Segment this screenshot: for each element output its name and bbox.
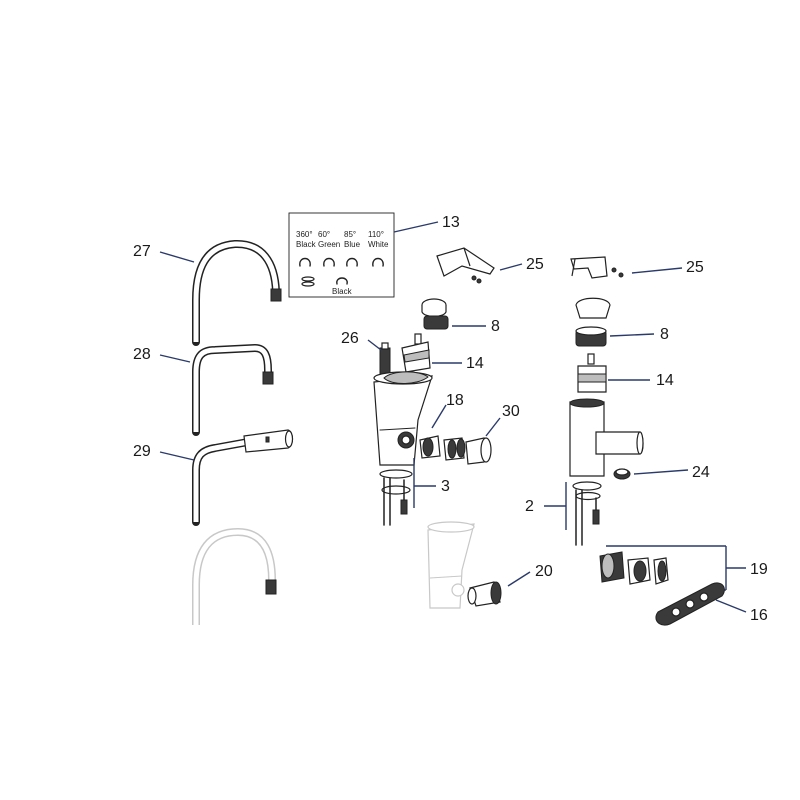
leader-16: [715, 599, 747, 613]
cartridge-nut-8-right: [575, 297, 611, 347]
callout-19: 19: [750, 561, 768, 578]
leader-27: [159, 251, 195, 263]
clip-icon: [299, 257, 311, 267]
leader-28: [159, 354, 191, 363]
spout-27: [192, 239, 282, 346]
callout-20: 20: [535, 563, 553, 580]
legend-angle-3: 85°: [344, 230, 356, 239]
spout-29: [192, 429, 294, 526]
ring-icon: [301, 276, 315, 282]
callout-16: 16: [750, 607, 768, 624]
tap-body-right: [569, 398, 644, 546]
leader-20: [507, 571, 531, 587]
legend-angle-2: 60°: [318, 230, 330, 239]
legend-color-1: Black: [296, 240, 317, 249]
clip-icon: [336, 277, 348, 285]
legend-angle-1: 360°: [296, 230, 313, 239]
clip-icon: [346, 257, 358, 267]
callout-2: 2: [525, 498, 534, 515]
cartridge-nut-8-left: [421, 298, 449, 330]
part-26: [379, 342, 391, 375]
aerator-24: [613, 468, 631, 480]
callout-26: 26: [341, 330, 359, 347]
diverter-18: [419, 435, 466, 461]
callout-3: 3: [441, 478, 450, 495]
legend-angle-4: 110°: [368, 230, 384, 239]
leader-25a: [499, 263, 523, 271]
leader-18: [431, 404, 447, 429]
callout-24: 24: [692, 464, 710, 481]
ring-icon: [301, 281, 315, 287]
cartridge-14-right: [577, 353, 607, 393]
legend-extra-color: Black: [332, 287, 353, 296]
leader-26: [367, 339, 382, 351]
cartridge-14-left: [401, 333, 431, 373]
leader-25b: [631, 267, 683, 274]
callout-30: 30: [502, 403, 520, 420]
callout-28: 28: [133, 346, 151, 363]
tap-body-faint: [427, 521, 475, 609]
clip-icon: [372, 257, 384, 267]
callout-14a: 14: [466, 355, 484, 372]
handle-25-right: [570, 256, 624, 279]
bracket-2: [544, 482, 567, 530]
callout-25b: 25: [686, 259, 704, 276]
legend-color-3: Blue: [344, 240, 361, 249]
diverter-kit-19: [599, 551, 669, 585]
spout-faint: [192, 527, 277, 625]
callout-14b: 14: [656, 372, 674, 389]
cap-30: [465, 437, 492, 465]
callout-27: 27: [133, 243, 151, 260]
leader-29: [159, 451, 195, 461]
spout-angle-legend: 360° Black 60° Green 85° Blue 110° White…: [288, 212, 395, 298]
leader-13: [393, 221, 439, 233]
part-20: [467, 581, 502, 607]
bracket-3: [413, 458, 436, 508]
tap-body-left: [373, 371, 433, 526]
clip-icon: [323, 257, 335, 267]
spout-28: [192, 344, 274, 436]
bracket-19: [606, 545, 746, 591]
callout-29: 29: [133, 443, 151, 460]
leader-8b: [609, 333, 655, 337]
legend-color-2: Green: [318, 240, 340, 249]
callout-13: 13: [442, 214, 460, 231]
callout-8b: 8: [660, 326, 669, 343]
callout-25a: 25: [526, 256, 544, 273]
handle-25-left: [436, 247, 495, 284]
callout-18: 18: [446, 392, 464, 409]
legend-color-4: White: [368, 240, 389, 249]
callout-8a: 8: [491, 318, 500, 335]
leader-30: [485, 417, 501, 437]
leader-24: [633, 469, 689, 475]
plate-16: [655, 582, 725, 626]
